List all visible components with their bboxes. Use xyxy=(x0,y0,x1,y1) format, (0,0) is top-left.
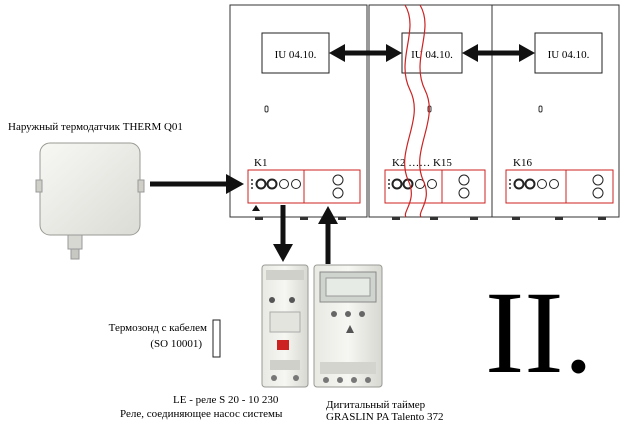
section-numeral: II. xyxy=(485,267,593,398)
terminal-dots xyxy=(388,179,390,189)
pointer-triangle xyxy=(252,205,260,211)
thermoprobe-label-line2: (SO 10001) xyxy=(150,338,202,350)
terminal-screw xyxy=(255,178,267,190)
controller-unit-k16: IU 04.10. K16 xyxy=(491,4,620,220)
indicator-slot xyxy=(538,105,543,113)
outdoor-sensor-device xyxy=(35,142,145,260)
indicator-slot xyxy=(264,105,269,113)
k-label: K2 …… K15 xyxy=(392,157,452,169)
iu-label: IU 04.10. xyxy=(411,49,453,61)
terminal-dots xyxy=(509,179,511,189)
thermoprobe-label-line1: Термозонд с кабелем xyxy=(109,322,207,334)
sensor-to-k1-arrow xyxy=(150,174,244,194)
timer-to-k1-arrow xyxy=(318,206,338,264)
terminal-screw xyxy=(458,174,470,186)
thermoprobe-icon xyxy=(212,319,221,358)
terminal-screw xyxy=(524,178,536,190)
terminal-screw xyxy=(458,187,470,199)
terminal-screw xyxy=(513,178,525,190)
relay-device xyxy=(261,264,309,388)
terminal-screw xyxy=(266,178,278,190)
k-label: K1 xyxy=(254,157,267,169)
terminal-screw xyxy=(592,174,604,186)
k-label: K16 xyxy=(513,157,532,169)
bus-link-arrow xyxy=(329,44,402,62)
iu-label: IU 04.10. xyxy=(548,49,590,61)
controller-unit-k2-k15: IU 04.10. K2 …… K15 xyxy=(368,4,493,220)
iu-display-box xyxy=(401,32,463,74)
iu-display-box xyxy=(261,32,330,74)
terminal-screw xyxy=(332,187,344,199)
terminal-screw xyxy=(549,179,559,189)
outdoor-sensor-label: Наружный термодатчик THERM Q01 xyxy=(8,121,183,133)
terminal-screw xyxy=(592,187,604,199)
terminal-screw xyxy=(279,179,289,189)
terminal-screw xyxy=(427,179,437,189)
terminal-screw xyxy=(332,174,344,186)
relay-label-line2: Реле, соединяющее насос системы xyxy=(120,408,283,420)
k1-to-relay-arrow xyxy=(273,205,293,262)
terminal-dots xyxy=(251,179,253,189)
break-line xyxy=(419,4,430,218)
controller-unit-k1: IU 04.10. K1 xyxy=(229,4,368,220)
break-line xyxy=(404,4,415,218)
terminal-screw xyxy=(291,179,301,189)
iu-label: IU 04.10. xyxy=(275,49,317,61)
timer-label-line2: GRASLIN PA Talento 372 xyxy=(326,411,444,423)
timer-device xyxy=(313,264,383,388)
relay-label-line1: LE - реле S 20 - 10 230 xyxy=(173,394,279,406)
terminal-screw xyxy=(537,179,547,189)
timer-label-line1: Дигитальный таймер xyxy=(326,399,426,411)
bus-link-arrow xyxy=(462,44,535,62)
terminal-screw xyxy=(391,178,403,190)
